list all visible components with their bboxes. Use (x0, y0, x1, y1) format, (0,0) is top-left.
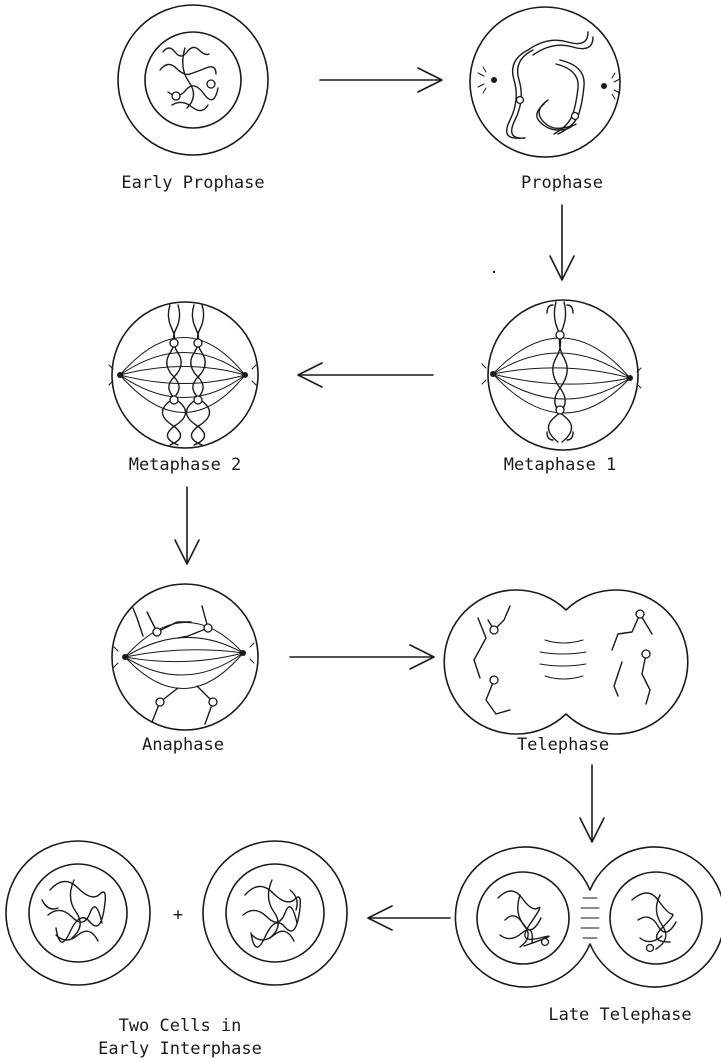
label-early-prophase: Early Prophase (121, 173, 264, 193)
plus-sign: + (173, 905, 183, 925)
arrow-telephase-to-late-telephase (580, 765, 604, 842)
arrow-anaphase-to-telephase (290, 645, 434, 669)
label-late-telephase: Late Telephase (548, 1005, 691, 1025)
label-metaphase-2: Metaphase 2 (129, 455, 242, 475)
speck (493, 271, 495, 273)
metaphase1-cell (482, 300, 641, 450)
metaphase2-cell (109, 302, 258, 448)
late-telephase-cell (455, 847, 721, 987)
arrow-prophase-to-metaphase1 (550, 205, 574, 280)
arrow-early-to-prophase (320, 68, 442, 92)
label-two-cells-line1: Two Cells in (119, 1016, 242, 1036)
label-prophase: Prophase (521, 173, 603, 193)
label-anaphase: Anaphase (142, 735, 224, 755)
telephase-cell (444, 590, 688, 734)
early-prophase-cell (118, 5, 268, 155)
anaphase-cell (112, 584, 258, 730)
prophase-cell (470, 7, 620, 157)
daughter-cell-right (203, 841, 347, 985)
arrow-late-telephase-to-two-cells (368, 906, 450, 930)
daughter-cell-left (6, 841, 150, 985)
arrow-metaphase1-to-metaphase2 (298, 363, 433, 387)
label-two-cells-line2: Early Interphase (98, 1039, 262, 1059)
arrow-metaphase2-to-anaphase (175, 487, 199, 564)
label-metaphase-1: Metaphase 1 (504, 455, 617, 475)
label-telephase: Telephase (517, 735, 609, 755)
